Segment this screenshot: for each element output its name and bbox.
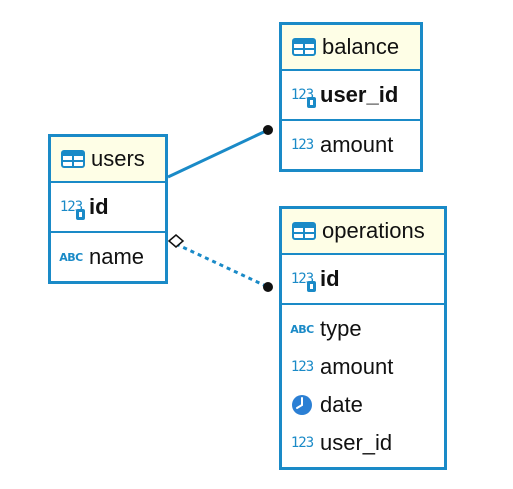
- text-type-icon-label: ABC: [59, 250, 83, 264]
- column-row-user-id[interactable]: 123 user_id: [282, 424, 444, 462]
- primary-key-numeric-icon: 123: [288, 267, 317, 292]
- column-row-date[interactable]: date: [282, 386, 444, 424]
- text-type-icon: ABC: [288, 317, 316, 341]
- relationship-end-dot-operations: [263, 282, 273, 292]
- numeric-type-icon-label: 123: [290, 359, 314, 375]
- entity-header[interactable]: users: [51, 137, 165, 183]
- entity-title: users: [91, 146, 145, 171]
- column-row-type[interactable]: ABC type: [282, 310, 444, 348]
- numeric-type-icon-label: 123: [291, 87, 317, 108]
- relationship-end-dot-balance: [263, 125, 273, 135]
- key-icon: [307, 281, 317, 292]
- attribute-columns-section: ABC name: [51, 233, 165, 281]
- numeric-type-icon-label: 123: [60, 199, 86, 220]
- attribute-columns-section: 123 amount: [282, 121, 420, 169]
- numeric-type-icon-label: 123: [290, 435, 314, 451]
- column-name: amount: [320, 354, 394, 379]
- key-icon: [307, 97, 317, 108]
- entity-header[interactable]: balance: [282, 25, 420, 71]
- entity-title: operations: [322, 218, 425, 243]
- table-icon: [292, 38, 316, 56]
- column-name: id: [320, 266, 340, 291]
- numeric-type-icon-label: 123: [291, 271, 317, 292]
- text-type-icon: ABC: [57, 245, 85, 269]
- primary-key-numeric-icon: 123: [288, 83, 317, 108]
- column-name: amount: [320, 132, 394, 157]
- column-row-amount[interactable]: 123 amount: [282, 126, 420, 164]
- column-row-amount[interactable]: 123 amount: [282, 348, 444, 386]
- column-name: date: [320, 392, 363, 417]
- column-name: type: [320, 316, 362, 341]
- column-name: name: [89, 244, 145, 269]
- entity-header[interactable]: operations: [282, 209, 444, 255]
- column-name: id: [89, 194, 109, 219]
- key-icon: [76, 209, 86, 220]
- table-icon: [292, 222, 316, 240]
- numeric-type-icon: 123: [288, 133, 316, 157]
- numeric-type-icon: 123: [288, 431, 316, 455]
- column-row-name[interactable]: ABC name: [51, 238, 165, 276]
- primary-key-numeric-icon: 123: [57, 195, 86, 220]
- numeric-type-icon: 123: [288, 355, 316, 379]
- relationship-users-balance[interactable]: [167, 128, 269, 179]
- numeric-type-icon-label: 123: [290, 137, 314, 153]
- relationship-end-diamond-users: [167, 234, 185, 248]
- column-name: user_id: [320, 82, 399, 107]
- clock-icon: [288, 393, 316, 417]
- attribute-columns-section: ABC type 123 amount date 123 user_id: [282, 305, 444, 467]
- table-icon: [61, 150, 85, 168]
- entity-title: balance: [322, 34, 400, 59]
- relationship-users-operations[interactable]: [175, 242, 269, 289]
- text-type-icon-label: ABC: [290, 322, 314, 336]
- column-name: user_id: [320, 430, 393, 455]
